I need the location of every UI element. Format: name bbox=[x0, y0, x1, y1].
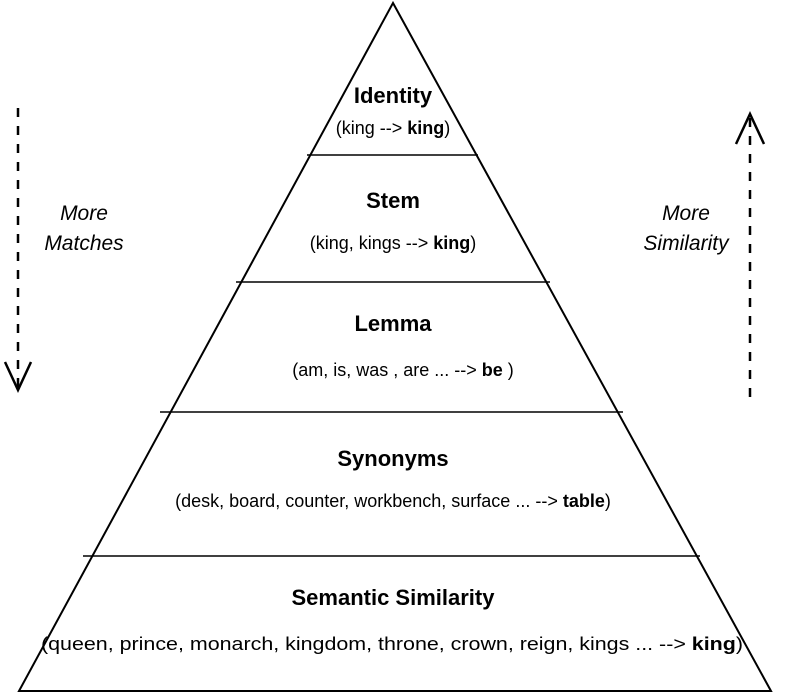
level-title-semantic-similarity: Semantic Similarity bbox=[292, 585, 496, 610]
more-similarity-label-line2: Similarity bbox=[643, 232, 730, 255]
level-title-stem: Stem bbox=[366, 188, 420, 213]
up-arrow-head-icon bbox=[734, 111, 766, 145]
level-example-stem: (king, kings --> king) bbox=[310, 233, 477, 253]
pyramid-outline bbox=[17, 0, 773, 692]
level-example-synonyms: (desk, board, counter, workbench, surfac… bbox=[175, 491, 611, 511]
level-example-semantic-similarity: (queen, prince, monarch, kingdom, throne… bbox=[41, 634, 743, 654]
level-example-lemma: (am, is, was , are ... --> be ) bbox=[292, 360, 514, 380]
down-arrow-head-icon bbox=[3, 361, 33, 393]
more-matches-label-line1: More bbox=[60, 202, 108, 225]
level-title-synonyms: Synonyms bbox=[337, 446, 448, 471]
level-title-identity: Identity bbox=[354, 83, 433, 108]
more-similarity-label-line1: More bbox=[662, 202, 710, 225]
level-example-identity: (king --> king) bbox=[336, 118, 451, 138]
more-matches-label-line2: Matches bbox=[44, 232, 124, 255]
level-title-lemma: Lemma bbox=[354, 311, 432, 336]
